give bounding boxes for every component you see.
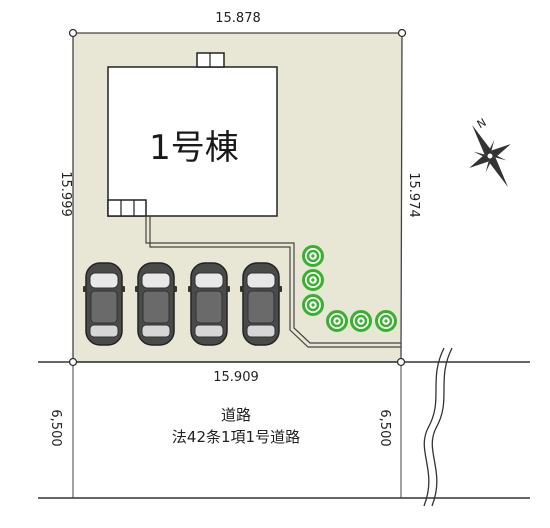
corner-marker-bl (68, 357, 78, 367)
road-break-mark-2 (431, 347, 453, 507)
car-icon (82, 262, 126, 346)
corner-marker-tl (68, 28, 78, 38)
dim-top: 15.878 (215, 11, 261, 26)
car-icon (239, 262, 283, 346)
road-type: 法42条1項1号道路 (172, 428, 300, 446)
dim-left: 15.999 (58, 171, 73, 217)
dim-bottom: 15.909 (213, 370, 259, 385)
corner-marker-tr (397, 28, 407, 38)
building-1 (107, 66, 278, 217)
walkway (145, 216, 401, 344)
tree-icon (302, 294, 324, 316)
road-width-right: 6,500 (377, 409, 392, 446)
compass-icon (469, 124, 511, 188)
tree-icon (375, 310, 397, 332)
road-name: 道路 (221, 406, 251, 424)
tree-icon (302, 269, 324, 291)
building-label: 1号棟 (149, 128, 239, 168)
compass-north-label: N (475, 116, 489, 131)
car-icon (134, 262, 178, 346)
road-width-left: 6,500 (48, 409, 63, 446)
dim-right: 15.974 (406, 172, 421, 218)
car-icon (187, 262, 231, 346)
tree-icon (326, 310, 348, 332)
road-break-mark (423, 347, 445, 507)
corner-marker-br (396, 357, 406, 367)
tree-icon (302, 245, 324, 267)
tree-icon (350, 310, 372, 332)
entrance-step (107, 199, 147, 217)
